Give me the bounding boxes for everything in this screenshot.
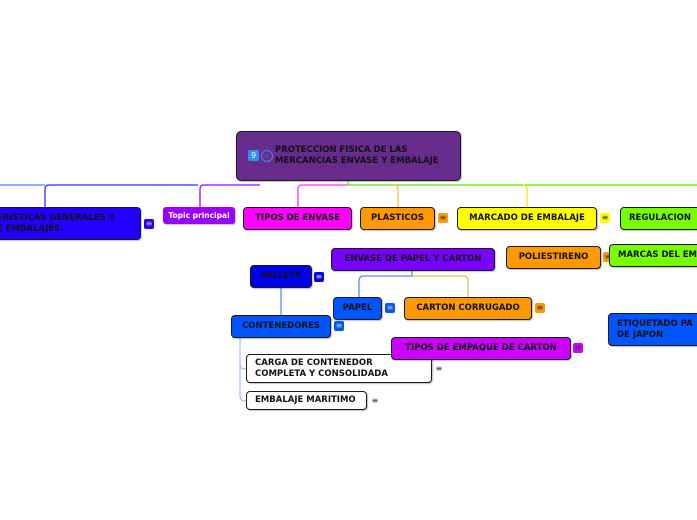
node-carton-corrugado[interactable]: CARTON CORRUGADO — [404, 297, 532, 320]
node-contenedores-label: CONTENEDORES — [242, 321, 320, 331]
node-marcas-label: MARCAS DEL EM — [618, 250, 697, 260]
node-marcado-label: MARCADO DE EMBALAJE — [469, 213, 585, 223]
node-regulacion-label: REGULACION — [629, 213, 691, 223]
node-contenedores[interactable]: CONTENEDORES — [231, 315, 331, 338]
note-icon[interactable]: ≡ — [603, 252, 613, 262]
connector-papel — [358, 271, 413, 297]
node-poliestireno-label: POLIESTIRENO — [518, 252, 589, 262]
node-carga-contenedor[interactable]: CARGA DE CONTENEDOR COMPLETA Y CONSOLIDA… — [246, 354, 432, 383]
note-icon[interactable]: ≡ — [334, 321, 344, 331]
node-carga-contenedor-label: CARGA DE CONTENEDOR COMPLETA Y CONSOLIDA… — [255, 357, 388, 379]
central-topic-label: PROTECCION FISICA DE LAS MERCANCIAS ENVA… — [275, 145, 439, 166]
node-embalaje-maritimo[interactable]: EMBALAJE MARITIMO — [246, 391, 367, 410]
node-tipos-envase-label: TIPOS DE ENVASE — [255, 213, 340, 223]
node-marcado[interactable]: MARCADO DE EMBALAJE — [457, 207, 597, 230]
note-icon[interactable]: ≡ — [573, 343, 583, 353]
connector-maritimo — [239, 364, 247, 402]
node-plasticos[interactable]: PLASTICOS — [360, 207, 435, 230]
node-caracteristicas[interactable]: ERISTICAS GENERALES Y E EMBALAJES. — [0, 207, 141, 240]
node-tipos-empaque-carton-label: TIPOS DE EMPAQUE DE CARTON — [405, 343, 557, 353]
node-etiquetado[interactable]: ETIQUETADO PA DE JAPON — [608, 313, 697, 346]
map-pin-icon: 9 — [248, 150, 259, 161]
connector-carton — [412, 275, 469, 297]
node-plasticos-label: PLASTICOS — [371, 213, 424, 223]
connector-topic-principal — [199, 184, 260, 208]
node-embalaje-maritimo-label: EMBALAJE MARITIMO — [255, 395, 356, 405]
note-icon[interactable]: ≡ — [600, 213, 610, 223]
note-icon[interactable]: ≡ — [435, 364, 443, 373]
note-icon[interactable]: ≡ — [314, 272, 324, 282]
connector-tipos-envase — [297, 184, 348, 208]
note-icon[interactable]: ≡ — [535, 303, 545, 313]
node-carton-corrugado-label: CARTON CORRUGADO — [416, 303, 520, 313]
node-poliestireno[interactable]: POLIESTIRENO — [506, 246, 601, 269]
note-icon[interactable]: ≡ — [144, 219, 154, 229]
node-marcas[interactable]: MARCAS DEL EM — [609, 244, 697, 267]
node-topic-principal[interactable]: Topic principal — [163, 207, 235, 224]
node-pallets-label: PALLETS — [260, 271, 302, 281]
node-tipos-empaque-carton[interactable]: TIPOS DE EMPAQUE DE CARTON — [391, 337, 571, 360]
note-icon[interactable]: ≡ — [438, 213, 448, 223]
node-etiquetado-label: ETIQUETADO PA DE JAPON — [617, 318, 693, 340]
note-icon[interactable]: ≡ — [385, 303, 395, 313]
connector-green-trunk — [347, 181, 697, 186]
node-envase-papel-carton-label: ENVASE DE PAPEL Y CARTON — [344, 254, 482, 264]
connector-plasticos — [393, 184, 399, 208]
node-regulacion[interactable]: REGULACION — [620, 207, 697, 230]
note-icon[interactable]: ≡ — [371, 396, 379, 405]
node-topic-principal-label: Topic principal — [168, 211, 230, 220]
node-tipos-envase[interactable]: TIPOS DE ENVASE — [243, 207, 352, 230]
node-envase-papel-carton[interactable]: ENVASE DE PAPEL Y CARTON — [331, 248, 495, 271]
node-pallets[interactable]: PALLETS — [250, 265, 312, 288]
checkmark-circle-icon: ✓ — [261, 150, 273, 162]
central-topic[interactable]: PROTECCION FISICA DE LAS MERCANCIAS ENVA… — [236, 131, 461, 181]
node-caracteristicas-label: ERISTICAS GENERALES Y E EMBALAJES. — [0, 212, 115, 234]
node-papel-label: PAPEL — [342, 303, 373, 313]
node-papel[interactable]: PAPEL — [333, 297, 382, 320]
connector-marcado — [522, 184, 528, 208]
connector-caracteristicas — [44, 184, 198, 208]
